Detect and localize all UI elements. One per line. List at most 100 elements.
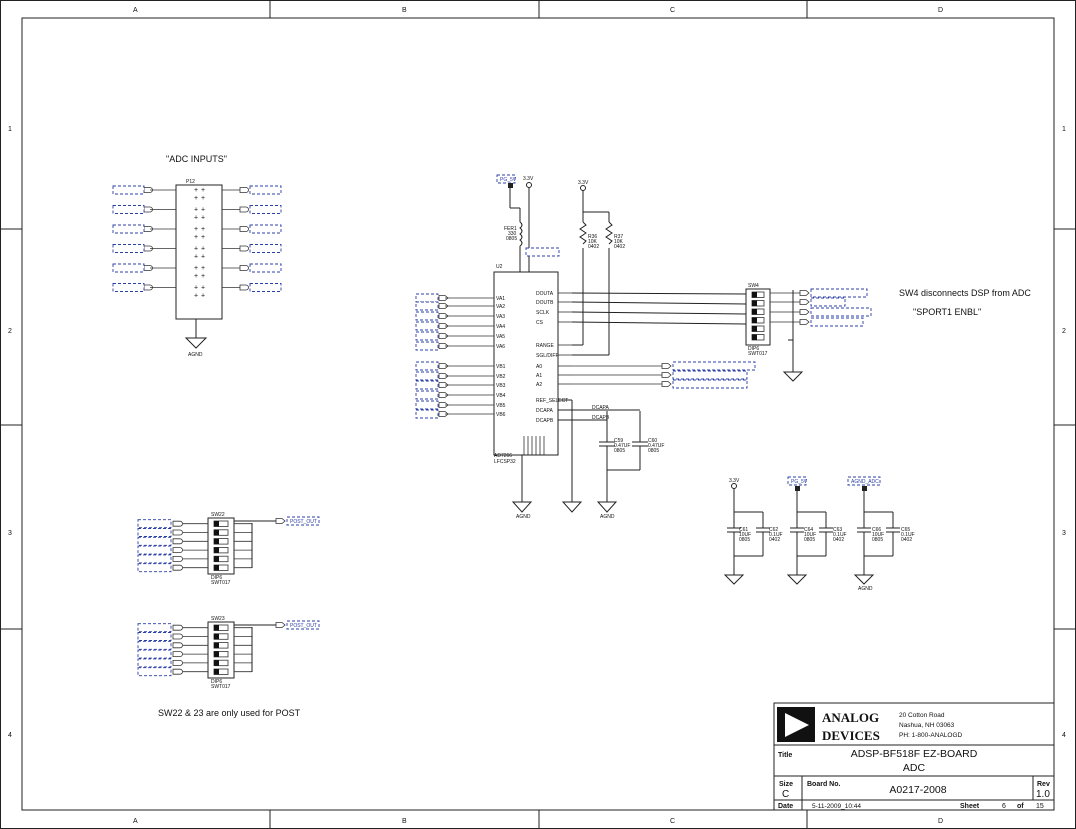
u2-package: LFCSP32: [494, 459, 516, 465]
c63-package: 0402: [833, 537, 844, 543]
u2-agnd: AGND: [516, 514, 531, 520]
post-input-net: [137, 623, 172, 633]
rev-label: Rev: [1037, 781, 1050, 788]
zone-col-b-top: B: [402, 7, 407, 14]
p12-connector-right: [239, 226, 249, 232]
c62-ref: C62: [769, 527, 778, 533]
zone-col-a-bottom: A: [133, 818, 138, 825]
p12-connector-left: [143, 206, 153, 213]
post-input-connector: [172, 529, 183, 536]
v33-label-top: 3.3V: [523, 176, 534, 182]
u2-left-net: [415, 371, 439, 381]
p12-pin-plus: +: [194, 285, 198, 292]
post-input-connector: [172, 564, 183, 571]
u2-left-pin-label: VB5: [496, 403, 506, 409]
u2-right-pin-label: A1: [536, 373, 542, 379]
zone-row-1-left: 1: [8, 126, 12, 133]
zone-row-2-left: 2: [8, 328, 12, 335]
u2-left-pin-label: VA6: [496, 344, 505, 350]
u2-left-connector: [438, 363, 449, 369]
c66-ref: C66: [872, 527, 881, 533]
post-input-nets: [137, 519, 183, 677]
c65-value: 0.1UF: [901, 532, 915, 538]
sw23-switch-knob: [214, 633, 219, 640]
u2-left-net: [415, 380, 439, 390]
zone-col-c-bottom: C: [670, 818, 675, 825]
sw23-switch-knob: [214, 660, 219, 666]
dcapb-net: DCAPB: [592, 415, 610, 421]
c65-ref: C65: [901, 527, 910, 533]
u2-left-pin-label: VA2: [496, 304, 505, 310]
u2-right-pin-label: REF_SELECT: [536, 398, 568, 404]
zone-col-d-top: D: [938, 7, 943, 14]
adc-a-net: [672, 361, 756, 371]
post-input-connector: [172, 633, 183, 640]
u2-right-pin-label: DCAPB: [536, 418, 554, 424]
u2-left-connector: [438, 343, 449, 349]
p12-pin-plus: +: [194, 293, 198, 300]
company-line1: ANALOG: [822, 710, 879, 725]
r37-package: 0402: [614, 244, 625, 250]
p12-left-net: [112, 205, 145, 214]
sw22-post-out: POST_OUT: [290, 519, 317, 525]
dcap-caps: DCAPA DCAPB C59 0.47UF 0805 C60 0.47UF 0…: [561, 400, 664, 520]
u2-left-connector: [438, 392, 449, 398]
c60-package: 0805: [648, 448, 659, 454]
zone-row-2-right: 2: [1062, 328, 1066, 335]
size-label: Size: [779, 781, 793, 788]
p12-left-net: [112, 185, 145, 195]
zone-row-3-left: 3: [8, 530, 12, 537]
p12-pin-plus: +: [201, 215, 205, 222]
c63-ref: C63: [833, 527, 842, 533]
sw22-switch-knob: [214, 538, 219, 545]
sw22-out-connector: [275, 518, 286, 524]
sw22-switch-knob: [214, 529, 219, 536]
p12-connector-left: [143, 265, 153, 271]
u2-right-pin-label: DOUTB: [536, 300, 554, 306]
p12-left-net: [112, 244, 145, 253]
p12-right-net: [249, 283, 282, 292]
zone-row-4-left: 4: [8, 732, 12, 739]
zone-labels: A B C D A B C D 1 2 3 4 1 2 3 4: [8, 7, 1066, 825]
sw4-out-net: [810, 297, 846, 307]
sw4-dip: DIP6: [748, 346, 759, 352]
title-label: Title: [778, 752, 792, 759]
zone-row-4-right: 4: [1062, 732, 1066, 739]
sw22-switch-knob: [214, 521, 219, 527]
c66-package: 0805: [872, 537, 883, 543]
p12-pin-plus: +: [201, 265, 205, 272]
u2-right-pin-label: SGL/DIFF: [536, 353, 559, 359]
date-value: 5-11-2009_10:44: [812, 803, 861, 810]
p12-agnd: AGND: [188, 352, 203, 358]
sw4-out-connector: [799, 299, 810, 305]
u2-left-net: [415, 301, 439, 311]
c63-value: 0.1UF: [833, 532, 847, 538]
p12-pin-plus: +: [194, 215, 198, 222]
sw23-post-out: POST_OUT: [290, 623, 317, 629]
sw4-out-connector: [799, 290, 810, 296]
p12-connector-right: [239, 187, 249, 193]
p12-right-net: [249, 263, 282, 273]
sw4-switch-knob: [752, 309, 757, 315]
size-value: C: [782, 789, 789, 800]
p12-pin-plus: +: [201, 293, 205, 300]
u2-right-pin-label: A2: [536, 382, 542, 388]
board-label: Board No.: [807, 781, 841, 788]
adc-inputs-note: "ADC INPUTS": [166, 154, 227, 164]
u2-left-connector: [438, 323, 449, 329]
u2-left-net: [415, 331, 439, 341]
u2-left-pin-label: VB3: [496, 383, 506, 389]
u2-left-net: [415, 321, 439, 331]
zone-row-1-right: 1: [1062, 126, 1066, 133]
u2-left-net: [415, 311, 439, 321]
post-input-net: [137, 528, 172, 537]
post-input-connector: [172, 668, 183, 675]
pg5v-label-top: PG_5V: [500, 177, 517, 183]
post-input-net: [137, 640, 172, 650]
sheet-label: Sheet: [960, 803, 980, 810]
pg5v-net-bottom: [787, 476, 807, 486]
zone-col-a-top: A: [133, 7, 138, 14]
u2-right-pin-label: DOUTA: [536, 291, 554, 297]
u2-left-net: [415, 341, 439, 351]
